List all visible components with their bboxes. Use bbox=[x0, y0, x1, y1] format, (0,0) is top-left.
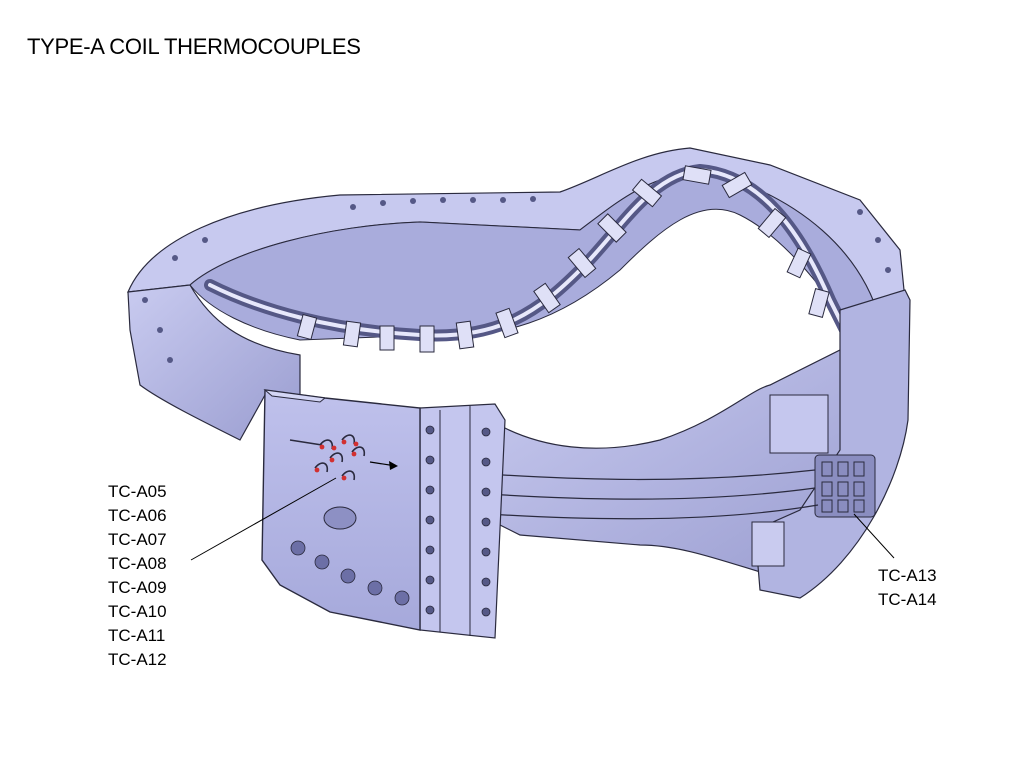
label-tc-a10: TC-A10 bbox=[108, 602, 167, 621]
face-port bbox=[323, 506, 357, 530]
leader-line-right bbox=[853, 513, 895, 559]
label-tc-a09: TC-A09 bbox=[108, 578, 167, 597]
flange-bolts bbox=[425, 425, 491, 617]
label-tc-a07: TC-A07 bbox=[108, 530, 167, 549]
sensor-markers bbox=[314, 439, 359, 481]
label-tc-a05: TC-A05 bbox=[108, 482, 167, 501]
page-title: TYPE-A COIL THERMOCOUPLES bbox=[27, 34, 361, 59]
thermocouple-labels-right: TC-A13 TC-A14 bbox=[878, 564, 937, 612]
leader-line-left bbox=[190, 477, 337, 561]
label-tc-a11: TC-A11 bbox=[108, 626, 166, 645]
label-tc-a13: TC-A13 bbox=[878, 566, 937, 585]
front-face-rim bbox=[263, 389, 327, 403]
right-end-block bbox=[754, 289, 911, 599]
right-bracket bbox=[751, 521, 785, 567]
thermocouple-labels-left: TC-A05 TC-A06 TC-A07 TC-A08 TC-A09 TC-A1… bbox=[108, 480, 167, 672]
label-tc-a12: TC-A12 bbox=[108, 650, 167, 669]
face-holes bbox=[290, 540, 410, 606]
winding-clamps bbox=[296, 165, 830, 353]
label-tc-a08: TC-A08 bbox=[108, 554, 167, 573]
direction-arrow bbox=[369, 461, 398, 470]
label-tc-a06: TC-A06 bbox=[108, 506, 167, 525]
label-tc-a14: TC-A14 bbox=[878, 590, 937, 609]
top-flange-holes bbox=[142, 196, 891, 363]
right-connector-cluster bbox=[814, 454, 876, 518]
right-pad bbox=[769, 394, 829, 454]
